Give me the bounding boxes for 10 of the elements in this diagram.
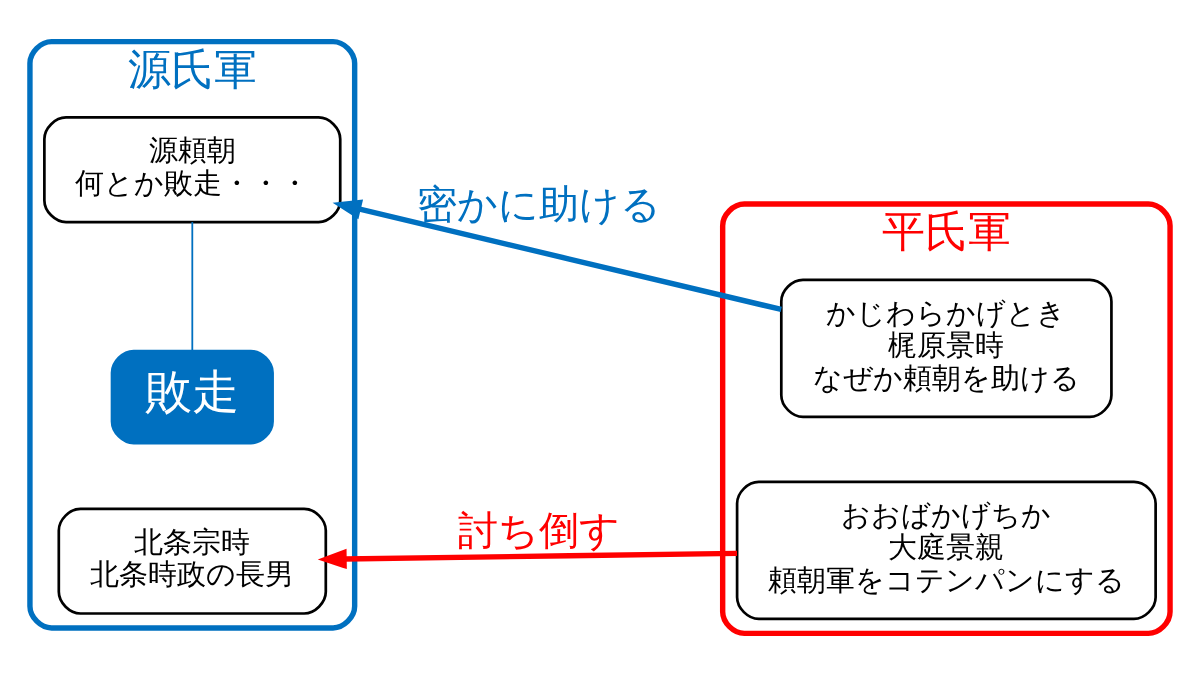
node-box: おおばかげちか 大庭景親 頼朝軍をコテンパンにする <box>735 480 1157 621</box>
connector <box>191 221 194 352</box>
node-box: 北条宗時 北条時政の長男 <box>57 507 328 615</box>
edge-label: 密かに助ける <box>416 180 661 227</box>
edge-label: 討ち倒す <box>457 507 620 554</box>
node-box: 敗走 <box>110 349 274 445</box>
node-box: かじわらかげとき 梶原景時 なぜか頼朝を助ける <box>779 278 1113 419</box>
arrow <box>332 199 782 313</box>
arrow <box>317 548 738 570</box>
node-box: 源頼朝 何とか敗走・・・ <box>43 116 342 224</box>
